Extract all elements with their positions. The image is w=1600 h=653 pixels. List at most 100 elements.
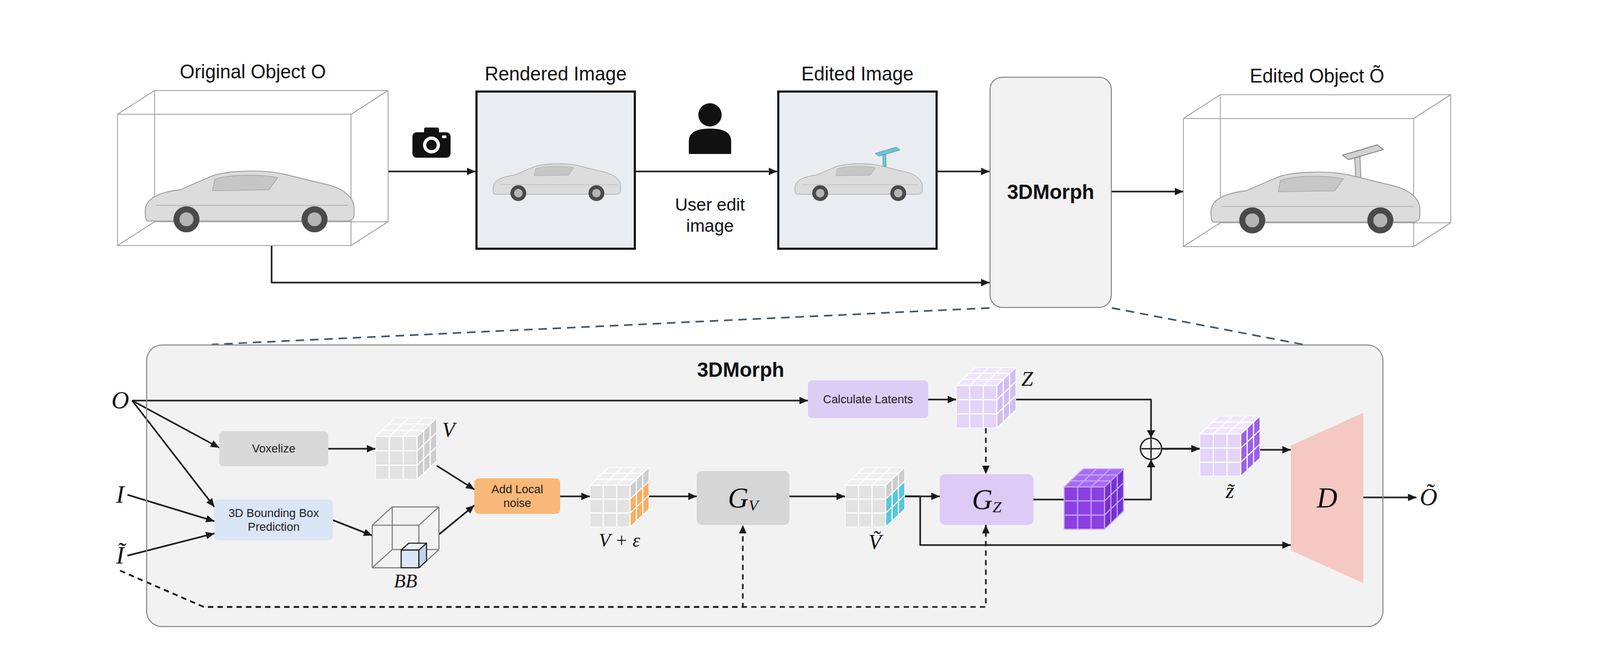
car-wheel <box>1367 207 1394 234</box>
voxel-cell <box>375 436 390 452</box>
car-wheel <box>173 206 200 233</box>
bounding-wireframe <box>1182 118 1184 247</box>
node-label: Õ <box>1419 483 1437 512</box>
voxel-cell <box>603 499 617 514</box>
voxel-grid: V <box>375 418 437 480</box>
object-box: Original Object O <box>117 90 389 246</box>
voxel-illustration <box>845 467 905 528</box>
node-label: V <box>748 496 759 515</box>
voxel-cell <box>858 485 873 500</box>
voxel-cell <box>603 485 617 500</box>
voxel-cell <box>858 513 873 528</box>
node-label: Original Object O <box>179 60 326 84</box>
node-label: Edited Object Õ <box>1249 65 1384 88</box>
bounding-wireframe <box>117 221 155 246</box>
bounding-wireframe <box>1183 246 1414 248</box>
node-label: Ĩ <box>115 542 124 571</box>
voxel-cell <box>1227 448 1242 463</box>
voxel-cell <box>403 465 418 480</box>
voxel-cell <box>983 399 997 415</box>
car-wheel <box>301 206 328 233</box>
car-model <box>493 163 622 202</box>
sum-arrowhead <box>1146 460 1156 468</box>
car-model <box>145 171 354 233</box>
voxel-cell <box>616 485 631 500</box>
voxel-cell <box>983 385 997 401</box>
object-illustration <box>1183 94 1451 247</box>
sum-symbol <box>1140 430 1162 468</box>
network-box: GV <box>696 471 790 526</box>
bounding-wireframe <box>117 245 352 247</box>
voxel-cell <box>389 451 403 466</box>
node-label: D <box>1316 481 1338 515</box>
voxel-cell <box>375 465 390 480</box>
voxel-cell <box>872 499 886 514</box>
node-label: G <box>727 481 749 515</box>
bounding-wireframe <box>117 90 155 115</box>
node-label: 3DMorph <box>1007 181 1095 204</box>
voxel-cell <box>1091 515 1105 530</box>
bounding-wireframe <box>1183 94 1221 119</box>
process-box: Calculate Latents <box>807 380 929 419</box>
voxel-grid: Ṽ <box>845 467 905 528</box>
car-sideline <box>801 184 919 186</box>
voxel-cell <box>1241 456 1248 477</box>
car-sideline <box>1221 205 1414 208</box>
voxel-cell <box>845 499 859 514</box>
node-label: Voxelize <box>252 442 296 456</box>
connectors <box>120 171 1417 608</box>
node-label: Rendered Image <box>484 63 627 86</box>
module-box: 3DMorph <box>989 76 1112 309</box>
voxel-cell <box>858 499 873 514</box>
node-label: Z <box>1021 367 1033 391</box>
image-frame: Edited Image <box>777 90 938 250</box>
object-box: Edited Object Õ <box>1183 94 1451 247</box>
voxel-cell <box>996 408 1004 429</box>
voxel-cell <box>1199 462 1214 477</box>
sum-arrowhead <box>1146 430 1156 438</box>
node-label: Add Local noise <box>478 482 556 511</box>
voxel-illustration <box>589 467 650 528</box>
connector <box>789 496 846 498</box>
connector <box>1016 399 1200 449</box>
voxel-cell <box>1227 462 1242 477</box>
image-illustration <box>477 92 634 248</box>
spoiler-wing <box>875 147 901 157</box>
car-hub <box>592 189 601 198</box>
connector <box>132 400 215 508</box>
car-wheel <box>588 185 605 202</box>
voxel-cell <box>1213 448 1228 463</box>
node-label: Edited Image <box>801 63 914 86</box>
bounding-wireframe <box>117 114 119 246</box>
voxel-cell <box>898 495 905 516</box>
node-label: z̃ <box>1225 479 1235 503</box>
voxel-cell <box>616 499 631 514</box>
voxel-cell <box>956 385 970 401</box>
voxel-cell <box>642 495 650 516</box>
connector <box>1111 191 1184 193</box>
voxel-cell <box>1091 501 1105 516</box>
node-label: 3D Bounding Box Prediction <box>218 506 329 535</box>
car-hub <box>815 189 825 198</box>
connector <box>649 496 697 498</box>
connector <box>635 171 778 173</box>
node-label: G <box>972 483 993 517</box>
voxel-cell <box>1064 487 1078 502</box>
process-box: 3D Bounding Box Prediction <box>214 499 334 541</box>
node-label: V + ε <box>598 530 641 552</box>
node-label: Calculate Latents <box>823 392 914 407</box>
voxel-cell <box>969 385 984 401</box>
symbol-node: Ĩ <box>112 541 128 572</box>
edge-label: User edit image <box>659 194 761 237</box>
node-label: Ṽ <box>868 530 882 554</box>
voxel-cell <box>423 453 430 474</box>
symbol-node: O <box>108 385 132 417</box>
voxel-cell <box>956 414 970 429</box>
bounding-wireframe <box>1220 94 1451 96</box>
connector <box>560 496 590 498</box>
voxel-cell <box>1009 396 1017 417</box>
voxel-cell <box>885 507 893 528</box>
camera-lens-ring <box>423 136 440 154</box>
car-wheel <box>510 185 527 202</box>
bounding-wireframe <box>1413 118 1415 247</box>
